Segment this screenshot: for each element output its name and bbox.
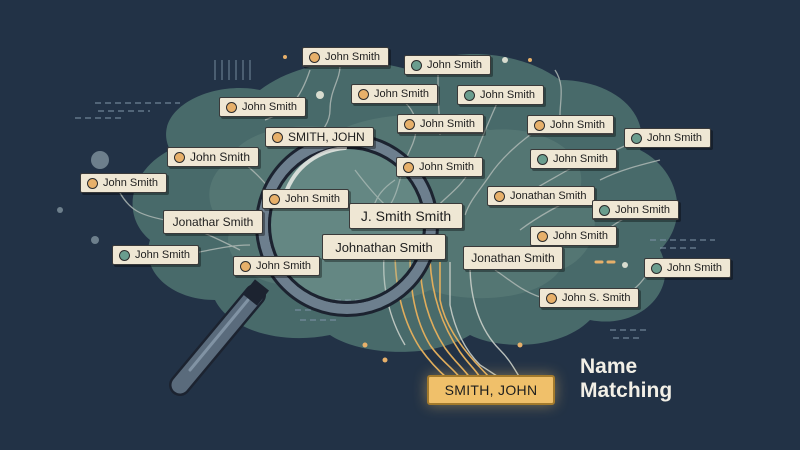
name-chip: John Smith bbox=[624, 128, 712, 148]
orange-dot-icon bbox=[174, 151, 185, 163]
name-chip: John Smith bbox=[112, 245, 200, 265]
chip-label: John Smith bbox=[553, 230, 609, 242]
orange-dot-icon bbox=[87, 177, 98, 189]
name-chip: John Smith bbox=[530, 149, 618, 169]
chip-label: John Smith bbox=[420, 118, 476, 130]
chip-label: John Smith bbox=[419, 161, 475, 173]
name-chip: John S. Smith bbox=[539, 288, 640, 308]
name-chip: John Smith bbox=[167, 147, 260, 167]
name-chip: John Smith bbox=[644, 258, 732, 278]
chip-label: John Smith bbox=[325, 51, 381, 63]
name-chip: SMITH, JOHN bbox=[265, 127, 374, 147]
teal-dot-icon bbox=[119, 249, 130, 261]
chip-label: SMITH, JOHN bbox=[288, 130, 365, 144]
orange-dot-icon bbox=[358, 88, 369, 100]
chip-label: John Smith bbox=[135, 249, 191, 261]
illustration-title: Name Matching bbox=[580, 355, 672, 403]
orange-dot-icon bbox=[403, 161, 414, 173]
orange-dot-icon bbox=[226, 101, 237, 113]
teal-dot-icon bbox=[651, 262, 662, 274]
name-chip: John Smith bbox=[457, 85, 545, 105]
name-chip: John Smith bbox=[592, 200, 680, 220]
name-label-jonathan: Jonathan Smith bbox=[463, 246, 563, 270]
chip-label: John Smith bbox=[103, 177, 159, 189]
chip-label: John Smith bbox=[667, 262, 723, 274]
chip-label: John S. Smith bbox=[562, 292, 631, 304]
orange-dot-icon bbox=[309, 51, 320, 63]
chip-label: John Smith bbox=[480, 89, 536, 101]
name-chip: John Smith bbox=[527, 115, 615, 135]
chip-label: John Smith bbox=[374, 88, 430, 100]
name-chip: John Smith bbox=[530, 226, 618, 246]
orange-dot-icon bbox=[269, 193, 280, 205]
orange-dot-icon bbox=[494, 190, 505, 202]
name-chip: John Smith bbox=[397, 114, 485, 134]
name-label-jonathar: Jonathar Smith bbox=[163, 210, 263, 234]
name-chip: John Smith bbox=[233, 256, 321, 276]
name-chip: John Smith bbox=[351, 84, 439, 104]
orange-dot-icon bbox=[537, 230, 548, 242]
title-line-1: Name bbox=[580, 355, 638, 378]
name-chip: John Smith bbox=[404, 55, 492, 75]
chip-label: John Smith bbox=[615, 204, 671, 216]
chip-label: John Smith bbox=[190, 150, 251, 164]
name-chip: John Smith bbox=[80, 173, 168, 193]
name-chip: John Smith bbox=[302, 47, 390, 67]
chip-label: John Smith bbox=[427, 59, 483, 71]
title-line-2: Matching bbox=[580, 379, 673, 402]
chip-label: John Smith bbox=[553, 153, 609, 165]
orange-dot-icon bbox=[534, 119, 545, 131]
name-chip: John Smith bbox=[262, 189, 350, 209]
orange-dot-icon bbox=[240, 260, 251, 272]
chip-label: Jonathan Smith bbox=[510, 190, 587, 202]
chip-label: John Smith bbox=[285, 193, 341, 205]
chip-label: John Smith bbox=[647, 132, 703, 144]
name-chip: John Smith bbox=[396, 157, 484, 177]
name-label-johnathan: Johnathan Smith bbox=[322, 234, 446, 260]
teal-dot-icon bbox=[537, 153, 548, 165]
name-label-j-smith: J. Smith Smith bbox=[349, 203, 463, 229]
chip-label: John Smith bbox=[256, 260, 312, 272]
name-chip: Jonathan Smith bbox=[487, 186, 596, 206]
teal-dot-icon bbox=[464, 89, 475, 101]
chip-label: John Smith bbox=[242, 101, 298, 113]
teal-dot-icon bbox=[631, 132, 642, 144]
orange-dot-icon bbox=[404, 118, 415, 130]
orange-dot-icon bbox=[272, 131, 283, 143]
chip-label: John Smith bbox=[550, 119, 606, 131]
teal-dot-icon bbox=[599, 204, 610, 216]
teal-dot-icon bbox=[411, 59, 422, 71]
name-chip: John Smith bbox=[219, 97, 307, 117]
matched-name-highlight: SMITH, JOHN bbox=[427, 375, 555, 405]
orange-dot-icon bbox=[546, 292, 557, 304]
